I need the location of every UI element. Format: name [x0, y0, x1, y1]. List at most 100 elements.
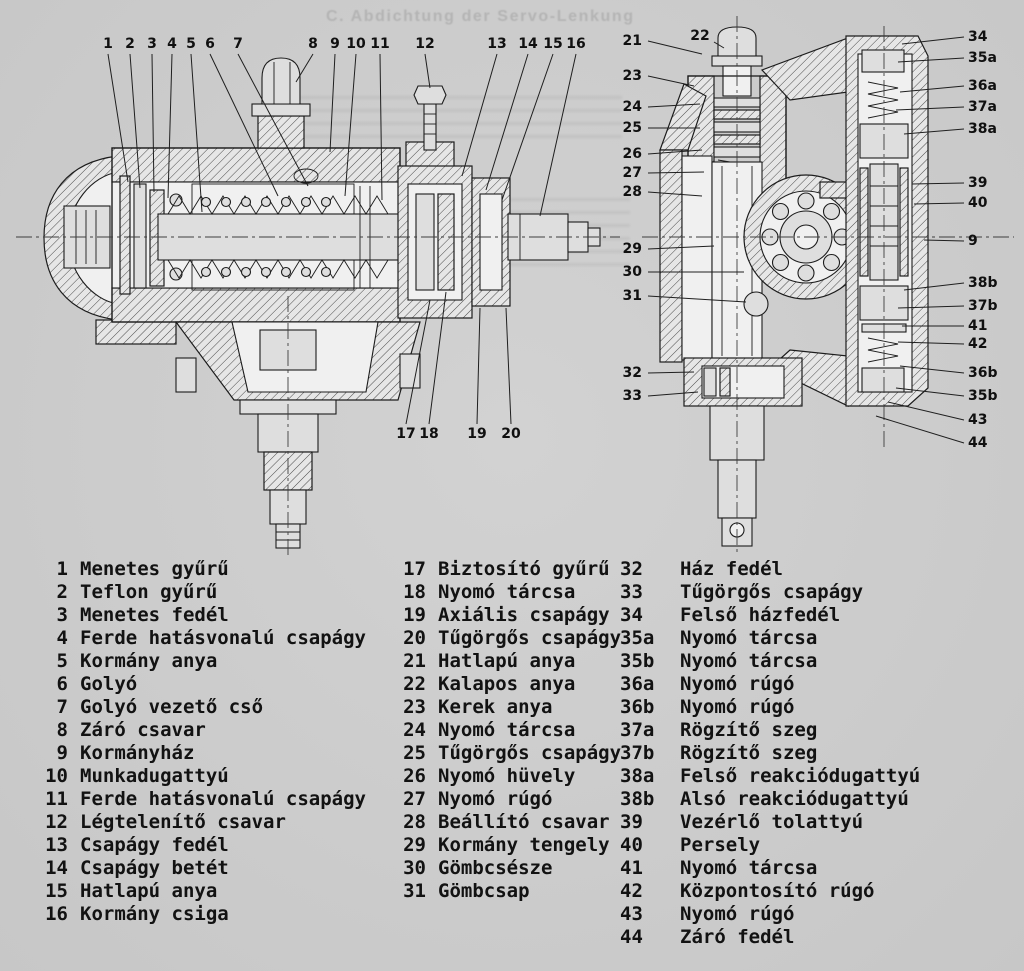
- callout-right_right-39: 39: [968, 175, 987, 191]
- legend-item-number: 24: [403, 719, 426, 741]
- callout-left_top-1: 1: [103, 36, 113, 52]
- legend-item-number: 33: [620, 581, 643, 603]
- legend-item-label: Záró csavar: [80, 719, 206, 741]
- housing-top-wall: [111, 147, 401, 183]
- callout-right_left-21: 21: [623, 33, 642, 49]
- legend-item-41: 41 Nyomó tárcsa: [620, 857, 920, 880]
- callout-left_top-3: 3: [147, 36, 157, 52]
- reaction-piston-column: [845, 35, 929, 407]
- legend-item-label: Nyomó tárcsa: [438, 581, 576, 603]
- legend-item-number: 23: [403, 696, 426, 718]
- legend-item-label: Biztosító gyűrű: [438, 558, 610, 580]
- legend-item-number: 26: [403, 765, 426, 787]
- callout-right_left-25: 25: [623, 120, 642, 136]
- legend-item-label: Axiális csapágy: [438, 604, 610, 626]
- legend-item-number: 21: [403, 650, 426, 672]
- legend-item-number: 11: [45, 788, 68, 810]
- steering-gear-diagram: 1234567891011121314151617181920212223242…: [16, 16, 1014, 556]
- legend-item-label: Nyomó hüvely: [438, 765, 576, 787]
- upper-cover-plug: [861, 49, 905, 73]
- legend-item-number: 12: [45, 811, 68, 833]
- callout-right_right-44: 44: [968, 435, 988, 451]
- legend-item-number: 9: [56, 742, 68, 764]
- legend-item-label: Nyomó tárcsa: [438, 719, 576, 741]
- legend-item-27: 27 Nyomó rúgó: [396, 788, 621, 811]
- legend-item-label: Nyomó rúgó: [680, 673, 795, 695]
- legend-item-label: Tűgörgős csapágy: [680, 581, 864, 603]
- legend-item-label: Központosító rúgó: [680, 880, 875, 902]
- legend-item-label: Kerek anya: [438, 696, 553, 718]
- legend-item-label: Persely: [680, 834, 761, 856]
- legend-item-number: 31: [403, 880, 426, 902]
- callout-left_top-4: 4: [167, 36, 177, 52]
- legend-item-label: Kormány anya: [80, 650, 218, 672]
- left-cross-section-drawing: [16, 57, 620, 556]
- legend-item-number: 30: [403, 857, 426, 879]
- legend-item-number: 15: [45, 880, 68, 902]
- callout-left_bottom-19: 19: [467, 426, 486, 442]
- leader-lines-right-right: [875, 36, 965, 444]
- callout-right_right-34: 34: [968, 29, 988, 45]
- legend-item-label: Felső házfedél: [680, 604, 841, 626]
- legend-item-label: Nyomó rúgó: [438, 788, 553, 810]
- legend-item-label: Rögzítő szeg: [680, 719, 818, 741]
- legend-item-label: Nyomó tárcsa: [680, 627, 818, 649]
- legend-item-number: 8: [56, 719, 68, 741]
- legend-item-label: Nyomó rúgó: [680, 903, 795, 925]
- legend-item-label: Teflon gyűrű: [80, 581, 218, 603]
- callout-right_left-31: 31: [623, 288, 642, 304]
- legend-item-label: Vezérlő tolattyú: [680, 811, 864, 833]
- leader-lines-right-left: [647, 40, 747, 397]
- callout-left_top-16: 16: [566, 36, 585, 52]
- legend-item-number: 27: [403, 788, 426, 810]
- legend-item-number: 41: [620, 857, 643, 879]
- legend-item-label: Alsó reakciódugattyú: [680, 788, 909, 810]
- legend-item-number: 20: [403, 627, 426, 649]
- legend-item-number: 32: [620, 558, 643, 580]
- callout-left_top-5: 5: [186, 36, 196, 52]
- legend-item-label: Nyomó tárcsa: [680, 857, 818, 879]
- legend-item-label: Csapágy betét: [80, 857, 229, 879]
- legend-item-number: 35b: [620, 650, 655, 672]
- legend-item-number: 19: [403, 604, 426, 626]
- callout-right_left-29: 29: [623, 241, 642, 257]
- callout-right_left-22: 22: [690, 28, 709, 44]
- legend-item-number: 1: [56, 558, 68, 580]
- callout-right_left-24: 24: [623, 99, 643, 115]
- callout-right_left-26: 26: [623, 146, 642, 162]
- housing-bottom-wall: [111, 287, 401, 323]
- bleed-screw: [405, 85, 455, 171]
- legend-item-33: 33 Tűgörgős csapágy: [620, 581, 920, 604]
- bottom-cover-flange: [683, 357, 803, 407]
- legend-item-label: Kormány csiga: [80, 903, 229, 925]
- callout-left_top-10: 10: [346, 36, 366, 52]
- legend-item-label: Nyomó tárcsa: [680, 650, 818, 672]
- callout-left_top-8: 8: [308, 36, 318, 52]
- legend-item-number: 38a: [620, 765, 655, 787]
- legend-item-label: Felső reakciódugattyú: [680, 765, 921, 787]
- callout-left_top-6: 6: [205, 36, 215, 52]
